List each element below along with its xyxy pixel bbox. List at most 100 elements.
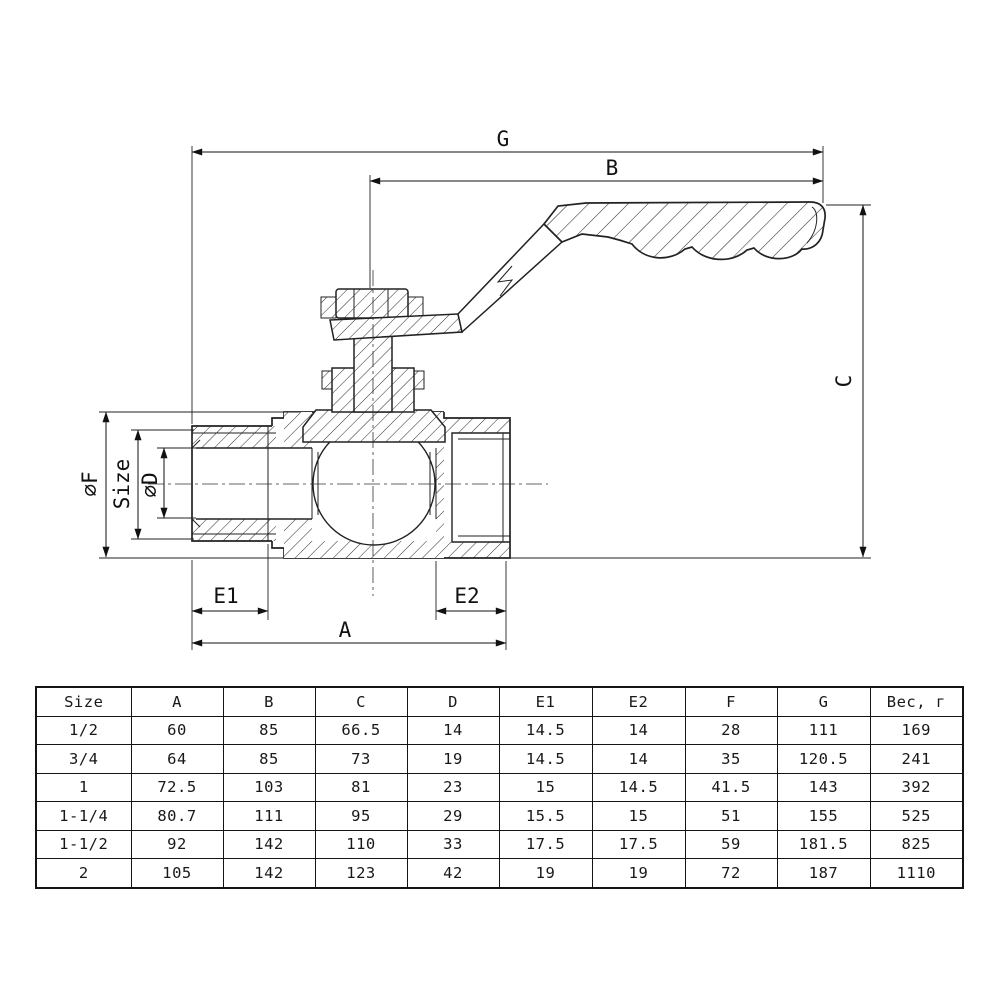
- male-end-outline: [191, 425, 272, 542]
- seat-wall-hatch: [436, 432, 444, 541]
- table-cell: 72.5: [130, 772, 224, 802]
- table-header-cell: F: [684, 686, 778, 717]
- table-cell: 241: [869, 744, 964, 774]
- table-cell: 51: [684, 801, 778, 831]
- table-cell: 110: [314, 829, 408, 859]
- table-cell: 85: [222, 744, 316, 774]
- valve-drawing: G B C ∅F Size ∅D E1 E2 A: [78, 127, 871, 650]
- table-cell: 59: [684, 829, 778, 859]
- table-cell: 525: [869, 801, 964, 831]
- table-cell: 19: [498, 858, 593, 888]
- female-thread-lines: [458, 433, 510, 542]
- valve-stem: [302, 288, 446, 443]
- table-cell: 111: [222, 801, 316, 831]
- table-cell: 41.5: [684, 772, 778, 802]
- dim-label-d: ∅D: [138, 472, 162, 497]
- table-cell: 111: [776, 715, 871, 745]
- table-cell: 17.5: [498, 829, 593, 859]
- table-cell: 14: [406, 715, 500, 745]
- handle-grip-end-curl: [806, 206, 818, 244]
- handle-arm: [457, 222, 564, 334]
- table-cell: 14.5: [498, 744, 593, 774]
- dim-label-b: B: [606, 156, 619, 180]
- dim-label-a: A: [339, 618, 352, 642]
- ball-seats: [311, 448, 437, 519]
- table-cell: 1-1/4: [35, 801, 132, 831]
- table-cell: 72: [684, 858, 778, 888]
- table-cell: 60: [130, 715, 224, 745]
- table-cell: 1110: [869, 858, 964, 888]
- handle-grip: [542, 201, 826, 261]
- table-header-cell: D: [406, 686, 500, 717]
- table-cell: 187: [776, 858, 871, 888]
- table-cell: 33: [406, 829, 500, 859]
- thread-hatch-top: [192, 426, 276, 448]
- table-cell: 1: [35, 772, 132, 802]
- dim-label-g: G: [497, 127, 510, 151]
- table-header-cell: E1: [498, 686, 593, 717]
- stem-nut-tab-left: [320, 296, 337, 319]
- table-cell: 15.5: [498, 801, 593, 831]
- table-cell: 14.5: [591, 772, 686, 802]
- female-thread-end: [443, 412, 511, 559]
- table-cell: 66.5: [314, 715, 408, 745]
- table-cell: 81: [314, 772, 408, 802]
- table-cell: 14: [591, 744, 686, 774]
- table-cell: 29: [406, 801, 500, 831]
- table-cell: 825: [869, 829, 964, 859]
- table-cell: 85: [222, 715, 316, 745]
- valve-handle: [329, 201, 826, 341]
- table-cell: 35: [684, 744, 778, 774]
- table-cell: 15: [591, 801, 686, 831]
- handle-arm-break: [496, 265, 514, 297]
- stem-nut: [335, 288, 409, 319]
- body-hatch-bottom-band: [312, 541, 444, 558]
- table-header-cell: Вес, г: [869, 686, 964, 717]
- bore-chamfer: [191, 439, 201, 528]
- table-cell: 19: [406, 744, 500, 774]
- table-cell: 155: [776, 801, 871, 831]
- table-cell: 28: [684, 715, 778, 745]
- table-cell: 95: [314, 801, 408, 831]
- table-cell: 64: [130, 744, 224, 774]
- table-cell: 120.5: [776, 744, 871, 774]
- dim-label-f: ∅F: [78, 471, 102, 496]
- table-cell: 2: [35, 858, 132, 888]
- table-cell: 1/2: [35, 715, 132, 745]
- table-cell: 73: [314, 744, 408, 774]
- table-cell: 1-1/2: [35, 829, 132, 859]
- table-cell: 23: [406, 772, 500, 802]
- table-header-cell: B: [222, 686, 316, 717]
- bonnet: [302, 409, 446, 443]
- table-cell: 14: [591, 715, 686, 745]
- female-socket: [451, 432, 510, 543]
- female-end-outline: [443, 412, 511, 559]
- table-cell: 123: [314, 858, 408, 888]
- centerlines: [148, 270, 548, 596]
- table-cell: 15: [498, 772, 593, 802]
- table-cell: 103: [222, 772, 316, 802]
- dim-label-e1: E1: [213, 584, 238, 608]
- table-cell: 14.5: [498, 715, 593, 745]
- table-header-cell: G: [776, 686, 871, 717]
- table-cell: 142: [222, 858, 316, 888]
- dim-label-size: Size: [110, 459, 134, 510]
- body-wall-hatch-bl: [284, 519, 312, 558]
- stem-nut-tab-right: [407, 296, 424, 319]
- gland-tab-right: [413, 370, 425, 390]
- male-thread-end: [191, 425, 276, 542]
- dim-label-e2: E2: [454, 584, 479, 608]
- table-cell: 17.5: [591, 829, 686, 859]
- dimension-labels: G B C ∅F Size ∅D E1 E2 A: [78, 127, 856, 642]
- table-header-cell: A: [130, 686, 224, 717]
- female-hatch-top: [444, 418, 510, 433]
- table-header-cell: Size: [35, 686, 132, 717]
